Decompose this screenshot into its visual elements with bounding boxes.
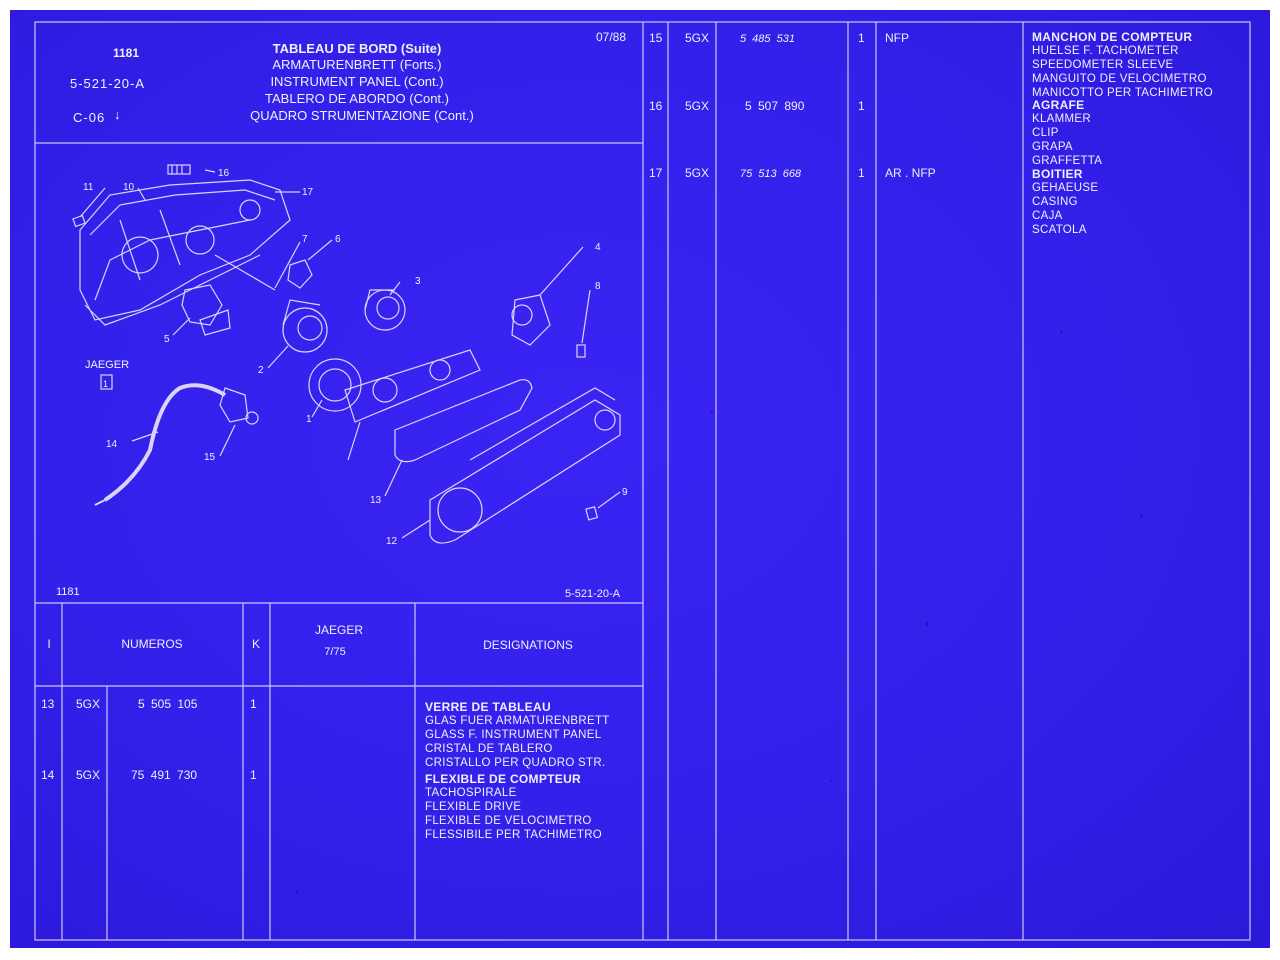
column-header-jaeger-date: 7/75 (324, 646, 346, 658)
film-speck (710, 410, 713, 413)
designation-en: FLEXIBLE DRIVE (425, 801, 522, 813)
callout-6: 6 (335, 234, 341, 245)
title-en: INSTRUMENT PANEL (Cont.) (270, 74, 444, 89)
designation-it: MANICOTTO PER TACHIMETRO (1032, 87, 1213, 99)
row-designations: BOITIER GEHAEUSE CASING CAJA SCATOLA (1032, 167, 1098, 237)
row-qty: 1 (250, 697, 257, 711)
row-item-number: 14 (41, 768, 55, 782)
row-qty: 1 (250, 768, 257, 782)
designation-fr: VERRE DE TABLEAU (425, 700, 551, 714)
column-header-numeros: NUMEROS (121, 637, 183, 651)
film-speck (1060, 330, 1063, 333)
catalog-code: 1181 (113, 46, 140, 60)
designation-es: MANGUITO DE VELOCIMETRO (1032, 73, 1207, 85)
designation-es: GRAPA (1032, 141, 1073, 153)
designation-fr: FLEXIBLE DE COMPTEUR (425, 772, 582, 786)
row-item-number: 15 (649, 31, 663, 45)
designation-fr: MANCHON DE COMPTEUR (1032, 30, 1193, 44)
row-designations: AGRAFE KLAMMER CLIP GRAPA GRAFFETTA (1032, 98, 1102, 168)
title-es: TABLERO DE ABORDO (Cont.) (265, 91, 449, 106)
title-de: ARMATURENBRETT (Forts.) (272, 57, 442, 72)
designation-de: GEHAEUSE (1032, 182, 1099, 194)
callout-2: 2 (258, 365, 264, 376)
designation-de: TACHOSPIRALE (425, 787, 517, 799)
designation-en: GLASS F. INSTRUMENT PANEL (425, 729, 602, 741)
designation-it: FLESSIBILE PER TACHIMETRO (425, 829, 603, 841)
designation-fr: AGRAFE (1032, 98, 1085, 112)
designation-it: SCATOLA (1032, 224, 1087, 236)
callout-1: 1 (306, 414, 312, 425)
row-designations: FLEXIBLE DE COMPTEUR TACHOSPIRALE FLEXIB… (425, 772, 602, 842)
column-header-designations: DESIGNATIONS (483, 638, 573, 652)
film-speck (1140, 515, 1143, 518)
film-speck (925, 622, 929, 626)
row-item-number: 17 (649, 166, 663, 180)
designation-de: GLAS FUER ARMATURENBRETT (425, 715, 610, 727)
row-designations: MANCHON DE COMPTEUR HUELSE F. TACHOMETER… (1032, 30, 1213, 100)
row-item-number: 13 (41, 697, 55, 711)
title-fr: TABLEAU DE BORD (Suite) (272, 41, 442, 56)
row-part-number: 5 505 105 (138, 697, 198, 711)
row-designations: VERRE DE TABLEAU GLAS FUER ARMATURENBRET… (425, 700, 610, 770)
row-qty: 1 (858, 166, 865, 180)
row-part-number: 75 513 668 (740, 168, 802, 180)
designation-de: HUELSE F. TACHOMETER (1032, 45, 1179, 57)
row-part-number: 5 507 890 (745, 99, 805, 113)
table-grid-lines (34, 21, 1251, 941)
designation-en: CASING (1032, 196, 1078, 208)
brand-label: JAEGER (85, 359, 129, 371)
callout-14: 14 (106, 439, 118, 450)
row-prefix: 5GX (76, 768, 101, 782)
callout-17: 17 (302, 187, 314, 198)
column-header-item: I (47, 637, 51, 651)
column-header-jaeger: JAEGER (314, 623, 364, 637)
callout-15: 15 (204, 452, 216, 463)
column-header-k: K (251, 637, 261, 651)
row-part-number: 5 485 531 (740, 33, 795, 45)
row-note: NFP (885, 31, 909, 45)
film-speck (295, 890, 298, 893)
row-prefix: 5GX (685, 166, 710, 180)
designation-en: CLIP (1032, 127, 1059, 139)
designation-it: CRISTALLO PER QUADRO STR. (425, 757, 606, 769)
row-prefix: 5GX (685, 99, 710, 113)
title-it: QUADRO STRUMENTAZIONE (Cont.) (250, 108, 474, 123)
diagram-footer-code: 1181 (56, 586, 80, 598)
designation-de: KLAMMER (1032, 113, 1091, 125)
row-prefix: 5GX (76, 697, 101, 711)
row-qty: 1 (858, 31, 865, 45)
row-qty: 1 (858, 99, 865, 113)
row-prefix: 5GX (685, 31, 710, 45)
callout-4: 4 (595, 242, 601, 253)
section-code: C-06 (73, 110, 106, 125)
exploded-parts-diagram: 11 10 16 17 7 6 3 4 8 5 2 1 13 12 9 14 1… (72, 164, 628, 547)
row-note: AR . NFP (885, 166, 936, 180)
brand-mark: 1 (103, 379, 108, 389)
callout-3: 3 (415, 276, 421, 287)
designation-fr: BOITIER (1032, 167, 1083, 181)
callout-11: 11 (83, 182, 94, 193)
callout-5: 5 (164, 334, 170, 345)
designation-it: GRAFFETTA (1032, 155, 1103, 167)
callout-16: 16 (218, 168, 230, 179)
film-speck (830, 780, 832, 782)
parts-catalog-sheet: 1181 5-521-20-A C-06 ↓ 07/88 TABLEAU DE … (10, 10, 1270, 948)
designation-es: FLEXIBLE DE VELOCIMETRO (425, 815, 592, 827)
callout-7: 7 (302, 234, 308, 245)
row-item-number: 16 (649, 99, 663, 113)
issue-date: 07/88 (596, 30, 627, 44)
callout-8: 8 (595, 281, 601, 292)
diagram-footer-ref: 5-521-20-A (565, 588, 621, 600)
callout-13: 13 (370, 495, 382, 506)
callout-10: 10 (123, 182, 135, 193)
page-reference: 5-521-20-A (70, 76, 146, 91)
down-arrow-icon: ↓ (114, 107, 121, 122)
row-part-number: 75 491 730 (131, 768, 198, 782)
designation-es: CRISTAL DE TABLERO (425, 743, 553, 755)
callout-12: 12 (386, 536, 398, 547)
designation-es: CAJA (1032, 210, 1063, 222)
designation-en: SPEEDOMETER SLEEVE (1032, 59, 1174, 71)
callout-9: 9 (622, 487, 628, 498)
